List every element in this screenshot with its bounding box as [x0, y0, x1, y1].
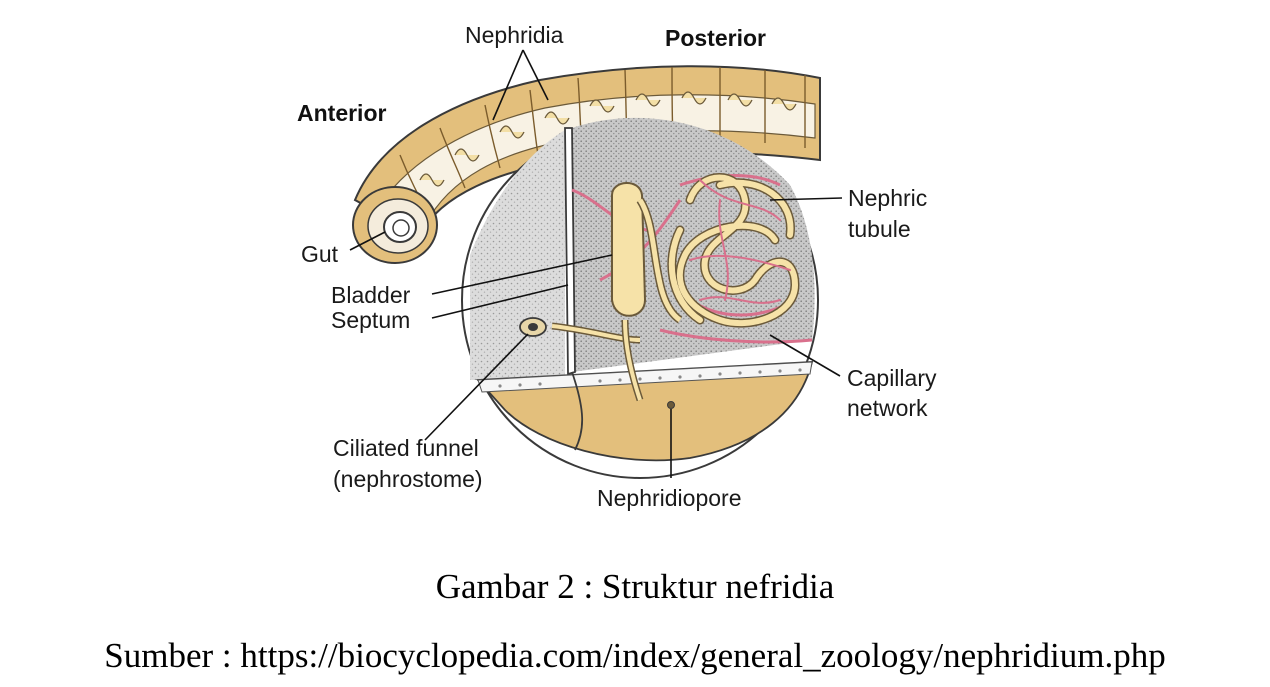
label-bladder: Bladder	[331, 282, 411, 308]
coelom-left	[470, 130, 565, 380]
label-gut: Gut	[301, 241, 339, 267]
figure-caption: Gambar 2 : Struktur nefridia	[436, 567, 835, 606]
label-nephric-line1: Nephric	[848, 185, 927, 211]
worm-body-inner-band	[379, 94, 816, 226]
epidermis-dots	[498, 368, 802, 388]
nephridiopore-dot	[667, 401, 675, 409]
label-nephridiopore: Nephridiopore	[597, 485, 741, 511]
label-ciliated-line1: Ciliated funnel	[333, 435, 479, 461]
diagram-labels: Nephridia Posterior Anterior Nephric tub…	[297, 22, 937, 511]
gut-cross-section	[352, 186, 438, 264]
figure-source: Sumber : https://biocyclopedia.com/index…	[104, 636, 1165, 675]
label-capillary-line1: Capillary	[847, 365, 937, 391]
nephridia-small	[419, 91, 797, 187]
label-nephric-line2: tubule	[848, 216, 911, 242]
ciliated-funnel	[519, 317, 547, 337]
label-nephridia: Nephridia	[465, 22, 564, 48]
bladder	[551, 182, 683, 402]
label-anterior: Anterior	[297, 100, 387, 126]
leader-lines	[349, 49, 843, 478]
nephric-tubule	[667, 173, 800, 328]
label-capillary-line2: network	[847, 395, 928, 421]
label-posterior: Posterior	[665, 25, 766, 51]
label-ciliated-line2: (nephrostome)	[333, 466, 483, 492]
label-septum: Septum	[331, 307, 410, 333]
